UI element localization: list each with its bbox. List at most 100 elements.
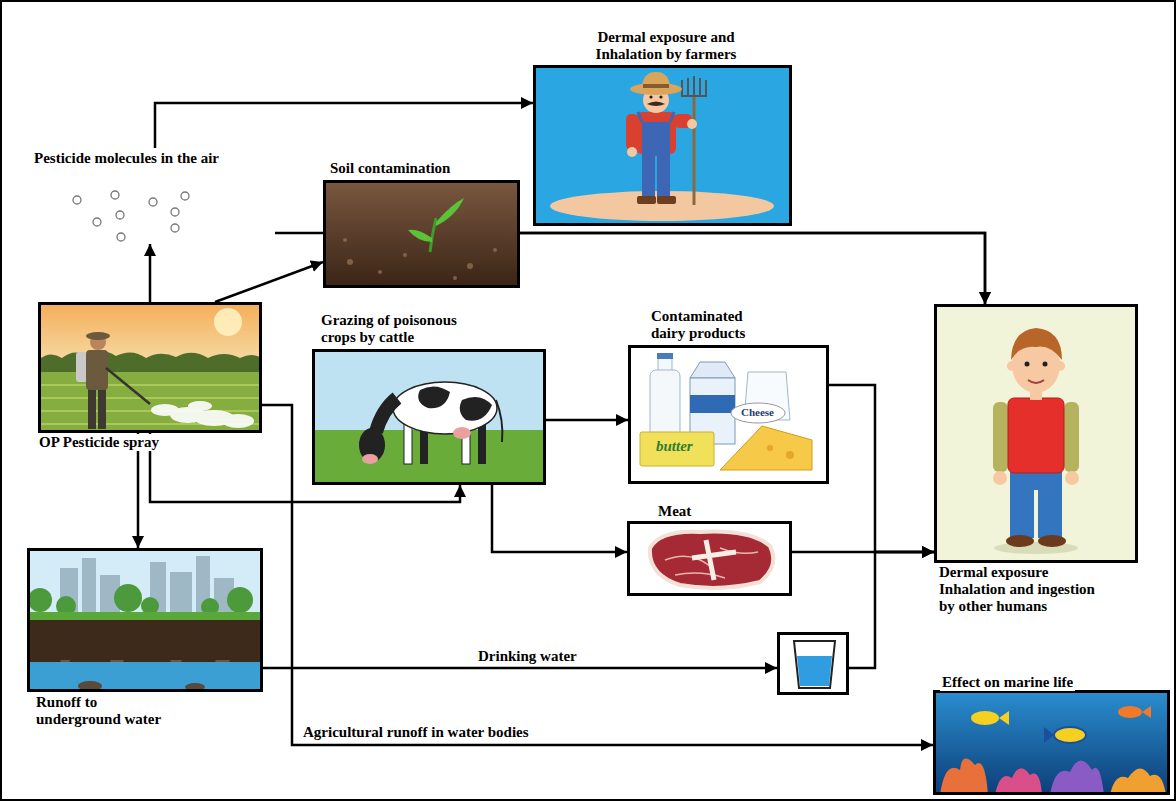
image-box: Soil contamination — [323, 180, 520, 288]
dairy-picture — [767, 445, 773, 451]
farmer-picture — [627, 147, 637, 157]
spray-picture — [98, 385, 106, 429]
farmer-picture — [642, 72, 670, 89]
marine-picture — [1044, 727, 1054, 743]
person-picture — [1011, 328, 1062, 360]
spray-picture — [88, 385, 96, 429]
farmer-picture — [681, 76, 707, 96]
runoff-picture — [27, 662, 263, 692]
soil-picture — [493, 248, 497, 252]
runoff-picture — [28, 584, 253, 616]
dairy-picture — [640, 432, 714, 466]
air-molecules — [171, 208, 179, 216]
cattle-picture — [496, 400, 502, 442]
soil-picture — [343, 238, 497, 280]
arrow-connector — [546, 419, 628, 422]
meat-picture — [650, 532, 773, 588]
node-label: Runoff to underground water — [34, 694, 184, 728]
farmer-picture — [649, 95, 652, 98]
person-picture — [1038, 535, 1066, 547]
cattle-picture — [478, 424, 486, 464]
marine-picture — [995, 768, 1042, 795]
person-picture — [934, 304, 1138, 563]
spray-picture — [38, 351, 262, 372]
person-picture — [1028, 380, 1044, 383]
node-label: Drinking water — [476, 648, 579, 665]
marine-picture — [1142, 706, 1151, 718]
soil-picture — [408, 230, 432, 242]
air-molecules — [181, 192, 189, 200]
marine-picture — [971, 706, 1151, 743]
farmer-picture — [657, 196, 676, 204]
farmer-picture — [642, 150, 655, 198]
person-picture — [993, 471, 1007, 485]
edge-label: Agricultural runoff in water bodies — [300, 724, 532, 741]
marine-picture — [1054, 727, 1086, 743]
meat-picture — [692, 540, 736, 580]
arrow-connector — [155, 103, 533, 148]
person-picture — [994, 542, 1078, 554]
marine-picture — [933, 690, 1170, 795]
water-glass — [794, 641, 835, 688]
marine-picture — [971, 711, 999, 725]
image-box: Drinking water — [777, 632, 849, 695]
person-picture — [1065, 471, 1079, 485]
person-picture — [1038, 488, 1062, 538]
runoff-picture — [27, 548, 263, 692]
dairy-picture — [657, 353, 673, 359]
node-label: Soil contamination — [328, 160, 452, 177]
farmer-picture — [659, 95, 662, 98]
farmer-picture — [533, 65, 792, 226]
arrow-connector — [262, 405, 933, 745]
water-glass — [777, 632, 849, 695]
runoff-picture — [27, 612, 263, 620]
runoff-picture — [27, 548, 263, 618]
person-picture — [1010, 488, 1034, 538]
node-label: Contaminated dairy products — [649, 308, 779, 342]
runoff-picture — [27, 620, 263, 662]
farmer-picture — [643, 84, 669, 88]
dairy-picture — [690, 395, 735, 413]
arrow-connector — [215, 262, 323, 302]
spray-picture — [151, 401, 254, 428]
marine-picture — [933, 690, 1170, 795]
cattle-picture — [376, 398, 397, 432]
cattle-picture — [460, 397, 492, 421]
dairy-picture — [786, 451, 794, 459]
text-cluster: Pesticide molecules in the air — [28, 148, 275, 244]
node-label: OP Pesticide spray — [37, 434, 161, 451]
air-molecules — [93, 218, 101, 226]
runoff-picture — [114, 584, 142, 612]
spray-picture — [38, 302, 262, 433]
node-label: Effect on marine life — [940, 674, 1075, 691]
dairy-picture — [628, 345, 829, 484]
person-picture — [993, 402, 1008, 472]
image-box: Meat — [627, 521, 792, 596]
spray-picture — [214, 308, 242, 336]
person-picture — [1064, 402, 1079, 472]
person-picture — [1006, 535, 1034, 547]
marine-picture — [999, 711, 1009, 725]
meat-picture — [627, 521, 792, 596]
water-glass — [797, 656, 832, 686]
farmer-picture — [637, 196, 656, 204]
node-label: Grazing of poisonous crops by cattle — [319, 312, 497, 346]
spray-picture — [86, 350, 108, 390]
farmer-picture — [642, 122, 670, 156]
farmer-picture — [533, 65, 792, 226]
soil-picture — [323, 180, 520, 288]
cattle-picture — [393, 382, 497, 434]
air-molecules — [116, 211, 124, 219]
dairy-picture — [690, 362, 735, 378]
package-text: Cheese — [741, 406, 774, 419]
soil-picture — [467, 263, 473, 269]
runoff-picture — [28, 588, 52, 612]
person-picture — [1008, 398, 1064, 473]
dairy-picture — [720, 426, 812, 470]
dairy-picture — [628, 345, 829, 484]
soil-picture — [343, 238, 347, 242]
package-text: butter — [656, 440, 693, 453]
image-box: Grazing of poisonous crops by cattle — [312, 349, 546, 485]
